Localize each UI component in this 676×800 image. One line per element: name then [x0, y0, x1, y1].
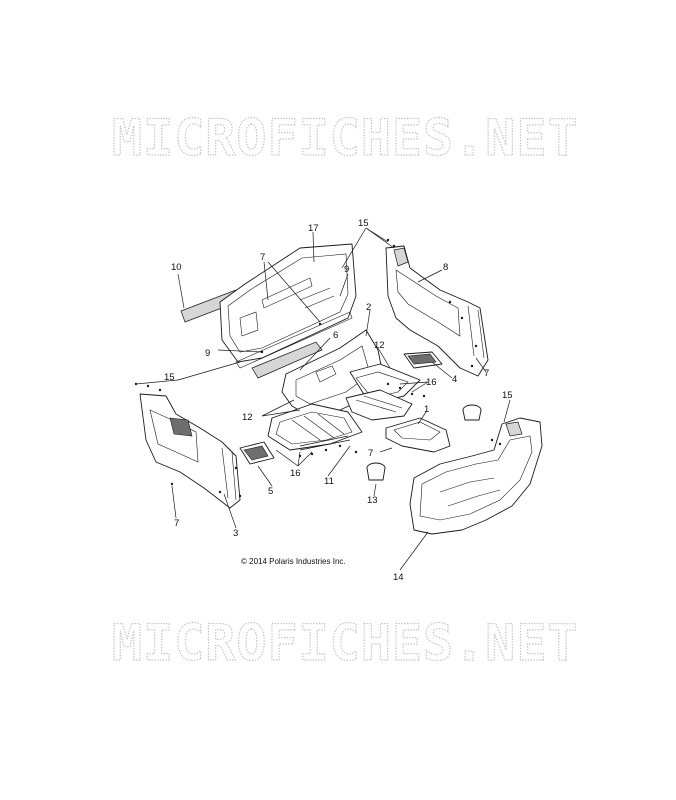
callout-10: 10 — [171, 262, 182, 273]
part-4-bracket — [403, 351, 443, 369]
callout-12-right: 12 — [374, 340, 385, 351]
watermark-top: MICROFICHES.NET — [112, 109, 579, 167]
callout-7-top: 7 — [260, 252, 265, 263]
part-16-floor-mat — [267, 389, 413, 451]
callout-14: 14 — [393, 572, 404, 583]
callout-5: 5 — [268, 486, 273, 497]
part-11-bar — [299, 435, 351, 451]
watermark-bottom: MICROFICHES.NET — [112, 614, 579, 672]
callout-11: 11 — [324, 476, 334, 487]
part-14-front-tub — [409, 417, 543, 535]
part-5-bracket — [239, 441, 275, 465]
callout-16-right: 16 — [426, 377, 437, 388]
callout-12-left: 12 — [242, 412, 253, 423]
callout-7-center: 7 — [368, 448, 373, 459]
callout-15-right: 15 — [502, 390, 513, 401]
callout-labels: 10 17 7 15 9 8 2 6 9 15 12 16 4 7 12 1 1… — [164, 218, 513, 583]
part-8-side-panel-right — [385, 245, 489, 377]
part-6-seat-base — [251, 341, 323, 379]
part-13-cup — [366, 462, 386, 481]
callout-13: 13 — [367, 495, 378, 506]
callout-9-left: 9 — [205, 348, 210, 359]
leader-lines — [135, 227, 511, 571]
part-3-side-panel-left — [139, 393, 241, 509]
callout-9-top: 9 — [344, 264, 349, 275]
callout-15-top: 15 — [358, 218, 369, 229]
callout-6: 6 — [333, 330, 338, 341]
callout-7-right: 7 — [484, 368, 489, 379]
fasteners — [134, 238, 502, 498]
part-1-tunnel-cover — [385, 404, 482, 453]
callout-2: 2 — [366, 302, 371, 313]
callout-17: 17 — [308, 223, 319, 234]
callout-16-left: 16 — [290, 468, 301, 479]
callout-3: 3 — [233, 528, 238, 539]
callout-15-left: 15 — [164, 372, 175, 383]
callout-4: 4 — [452, 374, 457, 385]
part-17-rear-panel — [219, 243, 357, 369]
copyright-text: © 2014 Polaris Industries Inc. — [241, 557, 346, 566]
callout-7-left: 7 — [174, 518, 179, 529]
callout-1: 1 — [424, 404, 429, 415]
callout-8: 8 — [443, 262, 448, 273]
